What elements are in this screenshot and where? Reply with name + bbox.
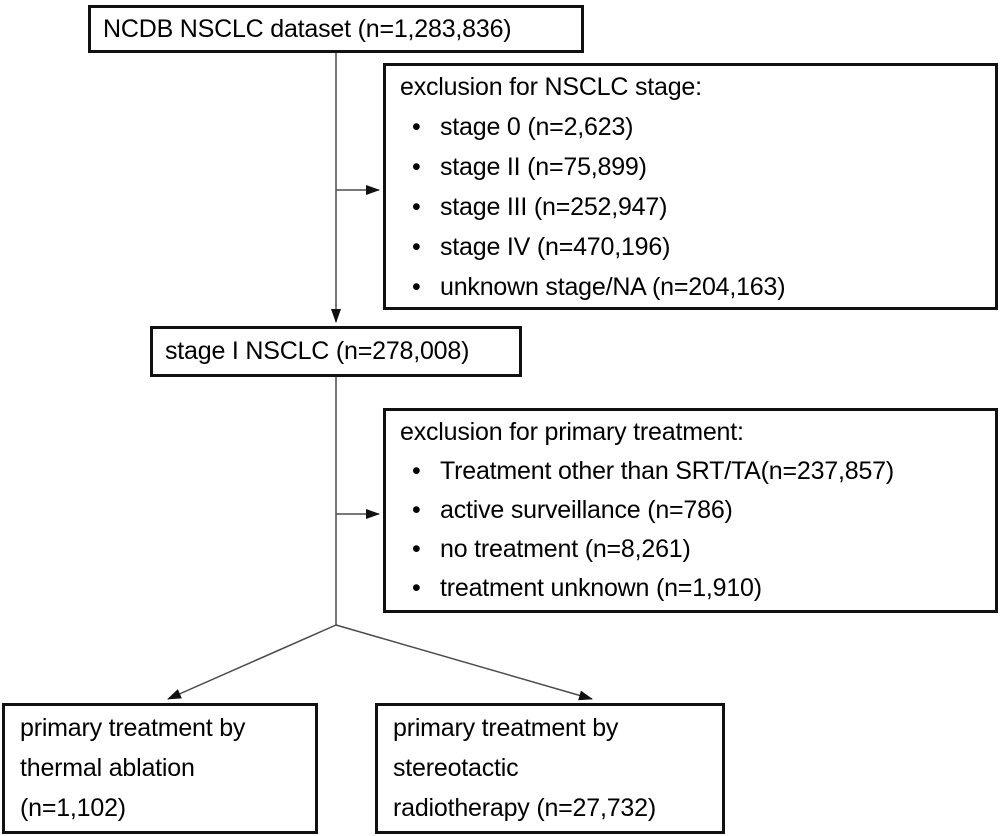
thermal-ablation-line: primary treatment by (20, 714, 246, 742)
box-exclusion-treatment: exclusion for primary treatment: Treatme… (383, 408, 998, 613)
list-item: no treatment (n=8,261) (400, 530, 989, 569)
stereotactic-radiotherapy-line: stereotactic (393, 754, 519, 782)
list-item: stage IV (n=470,196) (400, 227, 989, 267)
box-thermal-ablation: primary treatment by thermal ablation (n… (2, 703, 318, 834)
list-item: stage III (n=252,947) (400, 187, 989, 227)
arrow-fork-to-thermal-icon (167, 624, 337, 700)
exclusion-stage-list: stage 0 (n=2,623) stage II (n=75,899) st… (400, 107, 989, 307)
exclusion-stage-header: exclusion for NSCLC stage: (400, 73, 702, 101)
stage1-nsclc-label: stage I NSCLC (n=278,008) (165, 337, 470, 365)
ncdb-dataset-label: NCDB NSCLC dataset (n=1,283,836) (103, 14, 512, 43)
stereotactic-radiotherapy-line: primary treatment by (393, 714, 619, 742)
exclusion-treatment-list: Treatment other than SRT/TA(n=237,857) a… (400, 452, 989, 608)
list-item: active surveillance (n=786) (400, 491, 989, 530)
list-item: stage 0 (n=2,623) (400, 107, 989, 147)
stereotactic-radiotherapy-line: radiotherapy (n=27,732) (393, 794, 656, 822)
exclusion-treatment-header: exclusion for primary treatment: (400, 418, 744, 446)
box-stereotactic-radiotherapy: primary treatment by stereotactic radiot… (375, 703, 725, 834)
box-ncdb-dataset: NCDB NSCLC dataset (n=1,283,836) (88, 5, 584, 53)
thermal-ablation-line: (n=1,102) (20, 794, 126, 822)
box-stage1-nsclc: stage I NSCLC (n=278,008) (150, 326, 522, 377)
arrow-fork-to-srt-icon (335, 624, 593, 701)
list-item: stage II (n=75,899) (400, 147, 989, 187)
list-item: treatment unknown (n=1,910) (400, 569, 989, 608)
list-item: Treatment other than SRT/TA(n=237,857) (400, 452, 989, 491)
list-item: unknown stage/NA (n=204,163) (400, 267, 989, 307)
box-exclusion-stage: exclusion for NSCLC stage: stage 0 (n=2,… (383, 63, 998, 310)
thermal-ablation-line: thermal ablation (20, 754, 195, 782)
